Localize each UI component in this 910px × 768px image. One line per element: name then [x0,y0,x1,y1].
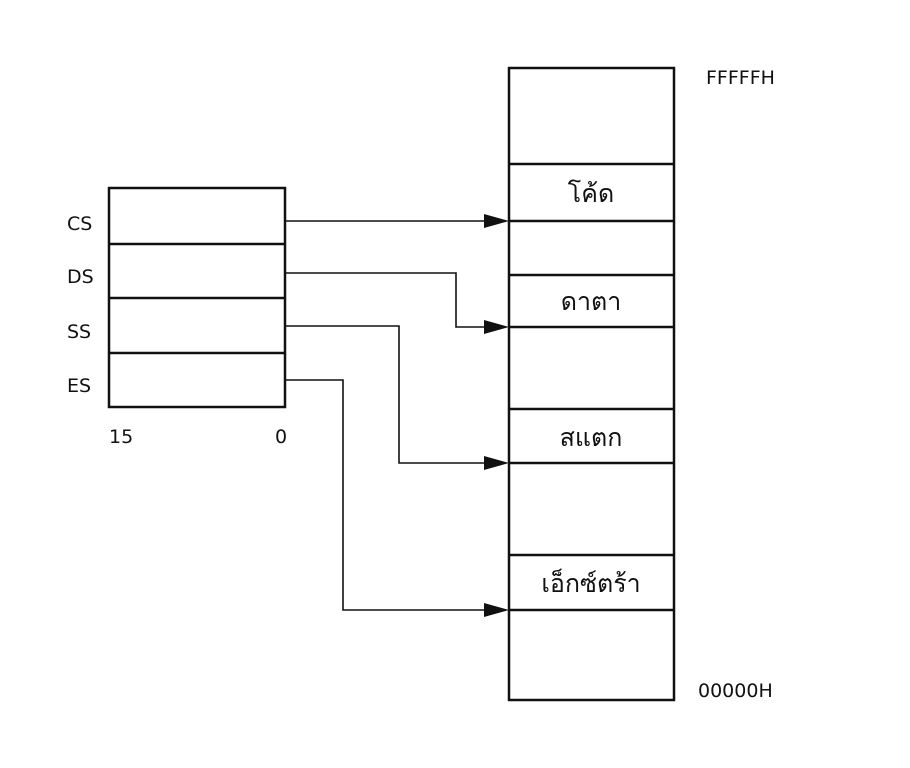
address-bottom: 00000H [698,680,773,702]
segment-label-code: โค้ด [568,179,614,208]
bit-label-high: 15 [109,426,133,448]
segment-label-stack: สแตก [560,423,623,452]
register-label-es: ES [67,375,91,397]
register-block: CS DS SS ES 15 0 [67,186,287,448]
segment-label-data: ดาตา [561,287,622,316]
memory-map-outline [507,66,676,702]
bit-label-low: 0 [275,426,287,448]
arrow-ss [285,325,495,464]
register-label-ds: DS [67,266,94,288]
register-label-cs: CS [67,213,92,235]
arrow-es [285,379,495,611]
memory-map: โค้ด ดาตา สแตก เอ็กซ์ตร้า FFFFFH 00000H [507,66,775,702]
arrowhead-es [484,603,509,617]
arrow-ds [285,272,495,328]
arrowhead-ds [484,320,509,334]
address-top: FFFFFH [706,67,775,89]
arrowhead-ss [484,456,509,470]
segment-label-extra: เอ็กซ์ตร้า [541,568,640,598]
arrowhead-cs [484,214,509,228]
register-label-ss: SS [67,321,91,343]
segment-arrows [285,214,509,617]
